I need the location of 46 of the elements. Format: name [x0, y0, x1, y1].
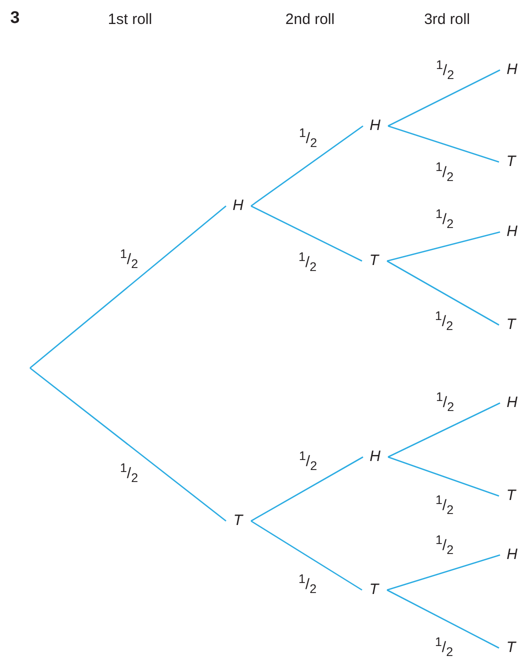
outcome-label: H [367, 447, 383, 467]
outcome-label: T [503, 638, 519, 658]
outcome-label: T [503, 486, 519, 506]
outcome-label: T [366, 251, 382, 271]
edge-label: $^{1}$/$_{2}$ [436, 389, 454, 416]
edge-label: $^{1}$/$_{2}$ [298, 570, 317, 598]
column-heading: 3rd roll [424, 11, 470, 28]
column-heading: 2nd roll [285, 11, 335, 28]
outcome-label: T [503, 152, 519, 172]
branch-line [250, 125, 364, 207]
outcome-label: H [504, 222, 520, 242]
edge-label: $^{1}$/$_{2}$ [434, 308, 454, 335]
outcome-label: T [230, 511, 246, 531]
outcome-label: H [504, 393, 520, 413]
branch-line [386, 231, 500, 262]
edge-label: $^{1}$/$_{2}$ [298, 125, 318, 152]
branch-line [388, 456, 500, 497]
edge-label: $^{1}$/$_{2}$ [435, 159, 454, 186]
branch-line [388, 125, 500, 163]
edge-label: $^{1}$/$_{2}$ [120, 460, 138, 486]
outcome-label: H [504, 60, 520, 80]
branch-line [250, 456, 364, 522]
outcome-label: H [367, 116, 383, 136]
branch-line [250, 205, 362, 262]
branch-line [386, 589, 500, 649]
column-heading: 1st roll [108, 11, 152, 28]
edge-label: $^{1}$/$_{2}$ [434, 634, 454, 661]
branch-line [388, 69, 500, 127]
outcome-label: H [230, 196, 246, 216]
edge-label: $^{1}$/$_{2}$ [435, 206, 454, 232]
outcome-label: T [366, 580, 382, 600]
branch-line [386, 260, 500, 326]
outcome-label: H [504, 545, 520, 565]
edge-label: $^{1}$/$_{2}$ [435, 492, 454, 518]
branch-line [30, 206, 226, 368]
edge-label: $^{1}$/$_{2}$ [436, 57, 454, 84]
branch-line [388, 402, 500, 458]
question-number: 3 [10, 8, 20, 28]
edge-label: $^{1}$/$_{2}$ [298, 248, 317, 276]
edge-label: $^{1}$/$_{2}$ [298, 448, 318, 475]
edge-label: $^{1}$/$_{2}$ [435, 532, 454, 558]
edge-label: $^{1}$/$_{2}$ [120, 246, 138, 273]
outcome-label: T [503, 315, 519, 335]
branch-line [250, 520, 362, 591]
branch-line [30, 367, 226, 522]
branch-line [386, 554, 500, 591]
